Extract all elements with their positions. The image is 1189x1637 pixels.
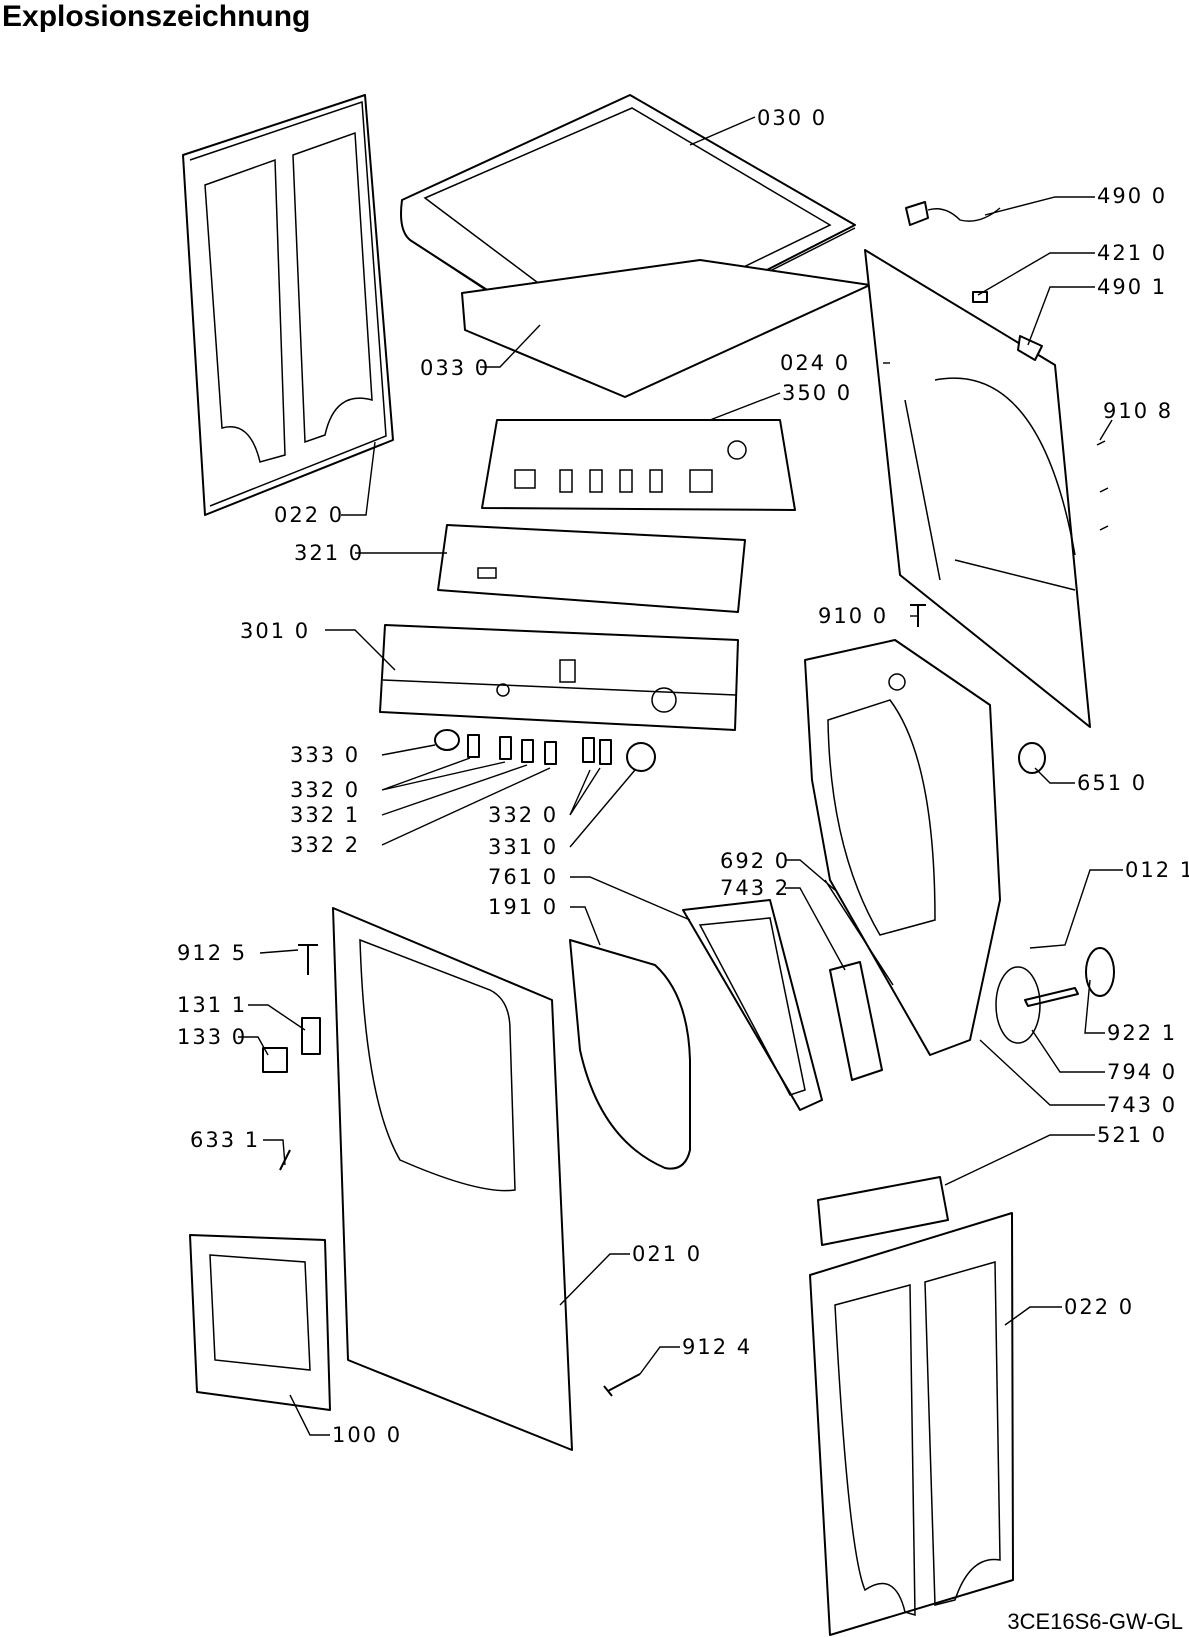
drum-support-frame — [804, 639, 1001, 1056]
part-label: 912 4 — [682, 1335, 752, 1359]
part-label: 743 2 — [720, 876, 790, 900]
filter-rod — [824, 879, 894, 986]
part-label: 421 0 — [1097, 241, 1167, 265]
front-panel — [332, 907, 573, 1451]
part-label: 133 0 — [177, 1025, 247, 1049]
part-label: 331 0 — [488, 835, 558, 859]
part-label: 350 0 — [782, 381, 852, 405]
part-label: 012 1 — [1125, 858, 1189, 882]
part-label: 321 0 — [294, 541, 364, 565]
door-seal — [569, 939, 691, 1170]
part-label: 024 0 — [780, 351, 850, 375]
control-panel — [379, 624, 739, 731]
drawing-code: 3CE16S6-GW-GL — [1007, 1609, 1183, 1634]
part-label: 332 2 — [290, 833, 360, 857]
pulley — [1085, 947, 1115, 997]
buttons-knobs — [434, 729, 656, 772]
leader-lines — [238, 116, 1123, 1436]
part-label: 910 8 — [1103, 399, 1173, 423]
screw-9124 — [603, 1373, 641, 1397]
cable-clip — [1017, 335, 1043, 361]
sensor-part — [1018, 742, 1046, 774]
part-label: 490 1 — [1097, 275, 1167, 299]
shaft — [1024, 987, 1079, 1007]
part-label: 922 1 — [1107, 1021, 1177, 1045]
part-label: 332 0 — [488, 803, 558, 827]
electronic-module — [817, 1176, 949, 1246]
part-label: 761 0 — [488, 865, 558, 889]
filter-cover — [829, 961, 883, 1081]
part-labels: 030 0 490 0 421 0 490 1 024 0 350 0 033 … — [177, 106, 1189, 1447]
small-connector — [972, 291, 988, 303]
part-label: 301 0 — [240, 619, 310, 643]
belt-ring — [995, 966, 1041, 1044]
part-label: 912 5 — [177, 941, 247, 965]
part-label: 910 0 — [818, 604, 888, 628]
water-tank — [189, 1234, 331, 1411]
part-label: 692 0 — [720, 849, 790, 873]
part-label: 022 0 — [1064, 1295, 1134, 1319]
control-board — [481, 419, 796, 511]
side-panel-left — [182, 94, 394, 516]
part-label: 100 0 — [332, 1423, 402, 1447]
part-label: 794 0 — [1107, 1060, 1177, 1084]
power-cable — [905, 201, 1001, 226]
part-label: 743 0 — [1107, 1093, 1177, 1117]
part-label: 332 1 — [290, 803, 360, 827]
part-label: 191 0 — [488, 895, 558, 919]
part-label: 333 0 — [290, 743, 360, 767]
part-label: 332 0 — [290, 778, 360, 802]
top-plate — [461, 259, 871, 398]
part-label: 521 0 — [1097, 1123, 1167, 1147]
page-title: Explosionszeichnung — [2, 0, 311, 33]
side-panel-right — [809, 1212, 1014, 1636]
part-label: 033 0 — [420, 356, 490, 380]
part-label: 490 0 — [1097, 184, 1167, 208]
door-lock — [301, 1017, 321, 1055]
rear-panel — [864, 249, 1091, 728]
lint-filter — [682, 899, 823, 1111]
part-label: 651 0 — [1077, 771, 1147, 795]
screws-9108 — [1096, 440, 1109, 531]
part-label: 131 1 — [177, 993, 247, 1017]
part-label: 030 0 — [757, 106, 827, 130]
door-hook — [262, 1047, 288, 1073]
screw-9125 — [298, 944, 318, 975]
part-label: 022 0 — [274, 503, 344, 527]
display-foil — [437, 524, 746, 613]
part-label: 633 1 — [190, 1128, 260, 1152]
part-label: 021 0 — [632, 1242, 702, 1266]
